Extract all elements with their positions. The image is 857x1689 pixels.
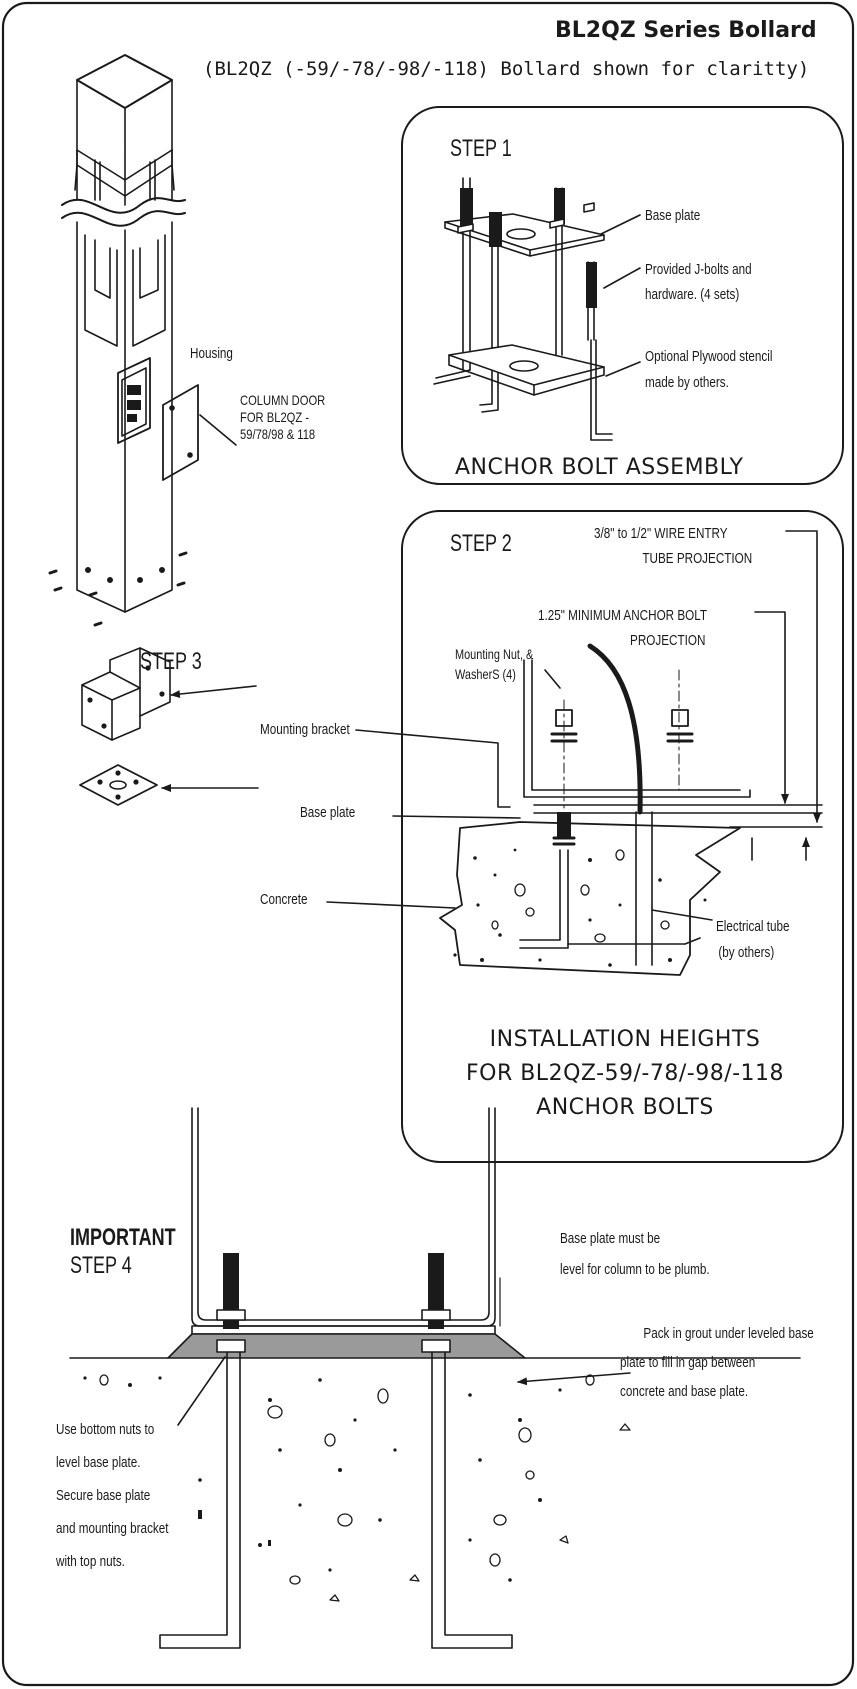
page-subtitle: (BL2QZ (-59/-78/-98/-118) Bollard shown … xyxy=(203,58,810,80)
step4-heading: STEP 4 xyxy=(70,1252,132,1279)
wire-entry-label: 3/8" to 1/2" WIRE ENTRY TUBE PROJECTION xyxy=(594,521,752,571)
step1-j-bolts-label: Provided J-bolts and hardware. (4 sets) xyxy=(645,257,752,307)
grout-line-3: concrete and base plate. xyxy=(620,1383,749,1400)
step2-section xyxy=(439,530,823,976)
page-title: BL2QZ Series Bollard xyxy=(555,18,817,43)
step2-caption: INSTALLATION HEIGHTS FOR BL2QZ-59/-78/-9… xyxy=(425,1023,825,1125)
column-door-line-3: 59/78/98 & 118 xyxy=(240,426,316,442)
electrical-tube-line-1: Electrical tube xyxy=(716,918,790,935)
bottom-nuts-line-1: Use bottom nuts to xyxy=(56,1421,155,1438)
j-bolts-line-1: Provided J-bolts and xyxy=(645,261,752,278)
bollard-illustration xyxy=(48,54,237,627)
mounting-nut-label: Mounting Nut, & WasherS (4) xyxy=(455,644,533,684)
step4-important-heading: IMPORTANT xyxy=(70,1224,176,1251)
j-bolts-line-2: hardware. (4 sets) xyxy=(645,286,740,303)
column-door-line-2: FOR BL2QZ - xyxy=(240,409,310,425)
step2-heading: STEP 2 xyxy=(450,530,512,557)
bottom-nuts-line-3: Secure base plate xyxy=(56,1487,151,1504)
step2-caption-line-2: FOR BL2QZ-59/-78/-98/-118 xyxy=(465,1061,785,1086)
anchor-bolt-label: 1.25" MINIMUM ANCHOR BOLT PROJECTION xyxy=(538,603,707,653)
step1-assembly xyxy=(433,177,641,441)
grout-line-2: plate to fill in gap between xyxy=(620,1354,756,1371)
anchor-bolt-line-2: PROJECTION xyxy=(630,632,706,649)
step3-parts xyxy=(79,647,259,806)
bottom-nuts-line-2: level base plate. xyxy=(56,1454,141,1471)
column-door-line-1: COLUMN DOOR xyxy=(240,392,326,408)
electrical-tube-label: Electrical tube (by others) xyxy=(716,914,789,966)
step1-base-plate-label: Base plate xyxy=(645,207,701,224)
electrical-tube-line-2: (by others) xyxy=(718,944,775,961)
grout-line-1: Pack in grout under leveled base xyxy=(643,1325,814,1342)
anchor-bolt-line-1: 1.25" MINIMUM ANCHOR BOLT xyxy=(538,607,708,624)
wire-entry-line-2: TUBE PROJECTION xyxy=(642,550,753,567)
wire-entry-line-1: 3/8" to 1/2" WIRE ENTRY xyxy=(594,525,728,542)
grout-label: Pack in grout under leveled base plate t… xyxy=(620,1319,814,1406)
stencil-line-2: made by others. xyxy=(645,374,729,391)
mounting-nut-line-2: WasherS (4) xyxy=(455,666,516,682)
concrete-label: Concrete xyxy=(260,891,308,908)
bottom-nuts-line-5: with top nuts. xyxy=(56,1553,125,1570)
bottom-nuts-label: Use bottom nuts to level base plate. Sec… xyxy=(56,1413,169,1578)
column-door-label: COLUMN DOOR FOR BL2QZ - 59/78/98 & 118 xyxy=(240,392,325,443)
housing-label: Housing xyxy=(190,345,233,362)
step1-caption: ANCHOR BOLT ASSEMBLY xyxy=(455,455,744,480)
bottom-nuts-line-4: and mounting bracket xyxy=(56,1520,169,1537)
step4-section xyxy=(69,1107,801,1649)
level-plate-line-2: level for column to be plumb. xyxy=(560,1261,710,1278)
step3-heading: STEP 3 xyxy=(140,648,202,675)
step2-caption-line-1: INSTALLATION HEIGHTS xyxy=(489,1027,761,1052)
step1-stencil-label: Optional Plywood stencil made by others. xyxy=(645,344,772,396)
level-plate-line-1: Base plate must be xyxy=(560,1230,661,1247)
step3-base-plate-label: Base plate xyxy=(300,804,356,821)
mounting-bracket-label: Mounting bracket xyxy=(260,721,350,738)
level-plate-label: Base plate must be level for column to b… xyxy=(560,1223,710,1285)
step1-box xyxy=(401,106,844,485)
step1-heading: STEP 1 xyxy=(450,135,512,162)
stencil-line-1: Optional Plywood stencil xyxy=(645,348,773,365)
step2-caption-line-3: ANCHOR BOLTS xyxy=(536,1095,714,1120)
step2-box xyxy=(401,510,844,1163)
mounting-nut-line-1: Mounting Nut, & xyxy=(455,646,534,662)
